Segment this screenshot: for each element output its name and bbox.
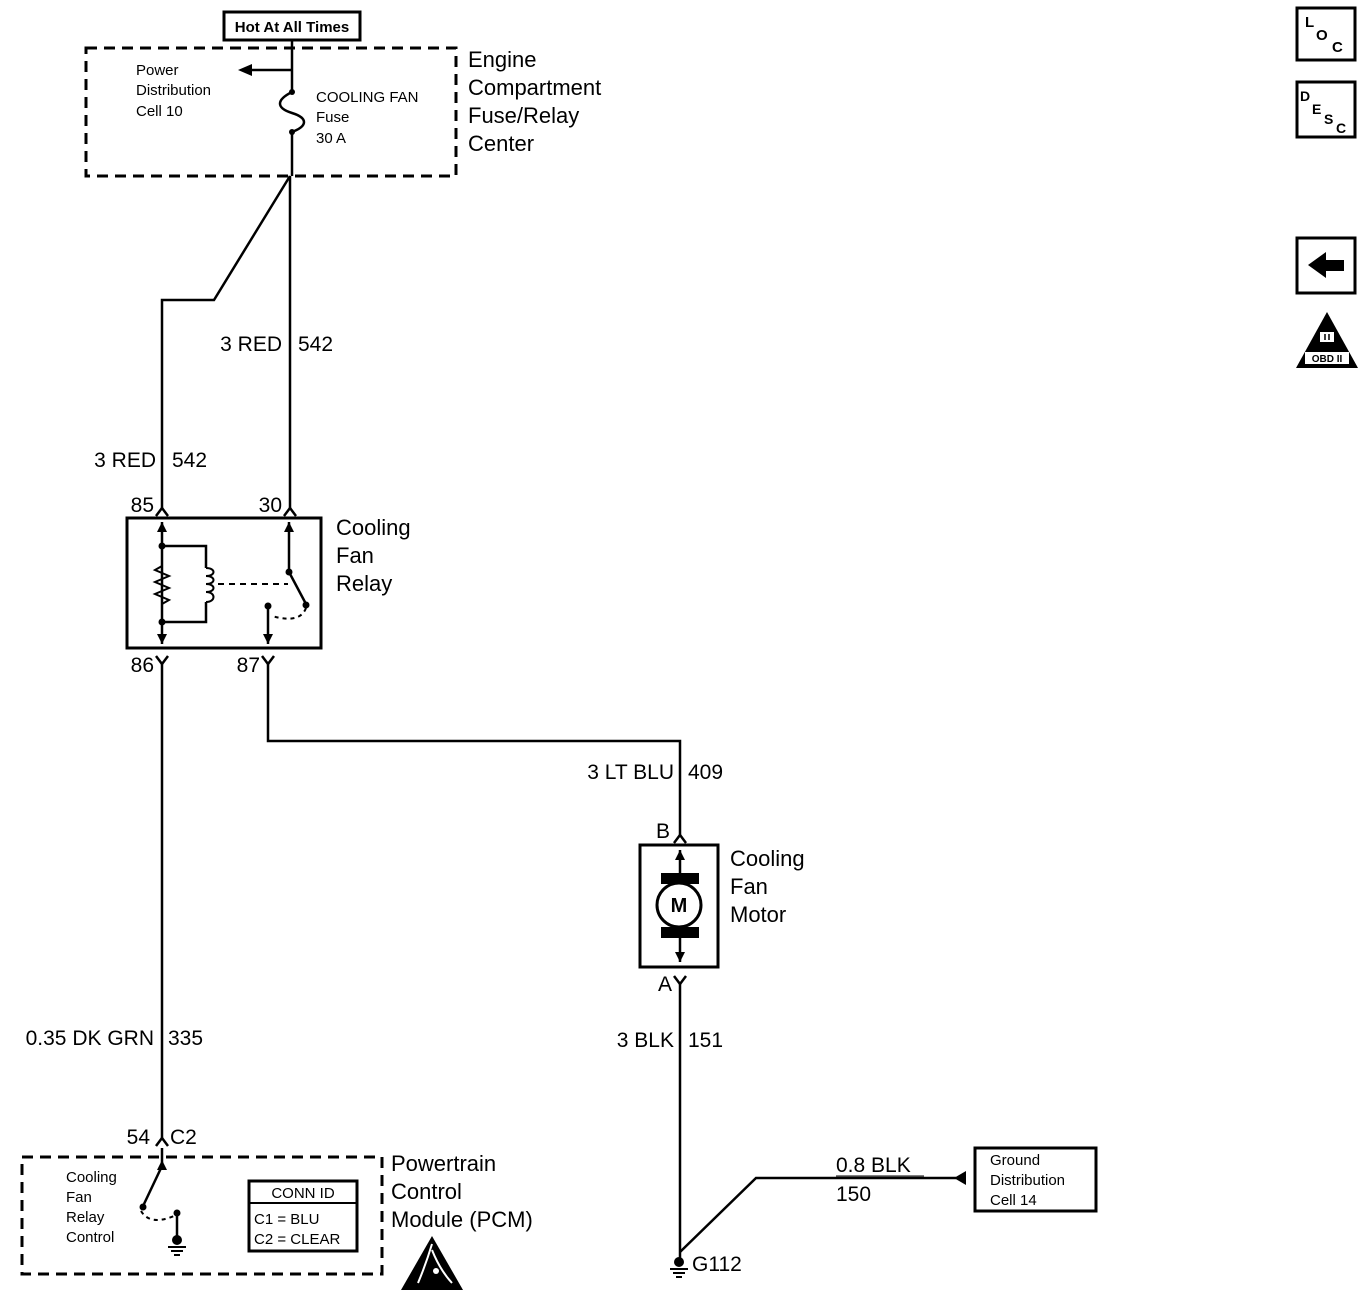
arrow-ground-ref-icon xyxy=(954,1171,966,1185)
ground-ref-line2: Distribution xyxy=(990,1172,1065,1189)
relay-pin-87: 87 xyxy=(237,654,260,677)
conn-id-title: CONN ID xyxy=(271,1185,335,1202)
conn-id-table xyxy=(247,1179,359,1253)
esd-warning-icon xyxy=(401,1236,463,1290)
fuse-center-name-line3: Fuse/Relay xyxy=(468,103,579,128)
motor-icon: M xyxy=(655,873,703,938)
fuse-label-line1: COOLING FAN xyxy=(316,89,419,106)
fuse-label-line2: Fuse xyxy=(316,109,349,126)
wire-dk-grn-color: 0.35 DK GRN xyxy=(26,1027,154,1050)
connector-54-icon xyxy=(155,1135,169,1147)
motor-name-line1: Cooling xyxy=(730,846,805,871)
fuse-center-name-line2: Compartment xyxy=(468,75,601,100)
motor-pin-a: A xyxy=(658,973,672,996)
motor-name-line3: Motor xyxy=(730,902,786,927)
svg-text:D: D xyxy=(1300,88,1310,104)
pcm-connector-pin: 54 xyxy=(127,1126,151,1149)
connector-a-icon xyxy=(673,975,687,987)
fuse-icon xyxy=(278,89,306,135)
relay-name-line3: Relay xyxy=(336,571,392,596)
svg-text:C: C xyxy=(1332,39,1343,56)
wire-lt-blu-circuit: 409 xyxy=(688,761,723,784)
svg-text:S: S xyxy=(1324,111,1333,127)
obd-ii-icon[interactable]: OBD II xyxy=(1296,312,1358,368)
wire-red-lower-color: 3 RED xyxy=(94,449,156,472)
connector-87-icon xyxy=(261,655,275,667)
wire-red-lower-circuit: 542 xyxy=(172,449,207,472)
svg-text:M: M xyxy=(671,895,688,917)
pcm-name-line2: Control xyxy=(391,1179,462,1204)
wire-red-85 xyxy=(160,175,292,508)
ground-ref-box xyxy=(973,1146,1098,1213)
fuse-center-name-line1: Engine xyxy=(468,47,537,72)
motor-pin-b: B xyxy=(656,820,670,843)
fuse-label-line3: 30 A xyxy=(316,130,346,147)
ground-icon xyxy=(670,1257,688,1278)
wire-blk-gnd-color: 0.8 BLK xyxy=(836,1154,911,1177)
svg-text:OBD II: OBD II xyxy=(1312,354,1343,365)
relay-pin-30: 30 xyxy=(259,494,282,517)
connector-b-icon xyxy=(673,832,687,844)
pcm-switch-label-line1: Cooling xyxy=(66,1169,117,1186)
power-dist-line2: Distribution xyxy=(136,82,211,99)
wire-dk-grn-circuit: 335 xyxy=(168,1027,203,1050)
wire-blk-gnd xyxy=(679,1176,956,1253)
relay-coil-icon xyxy=(205,567,215,603)
wire-lt-blu xyxy=(266,664,682,835)
relay-pin-85: 85 xyxy=(131,494,154,517)
ground-id: G112 xyxy=(692,1253,742,1276)
pcm-switch-label-line2: Fan xyxy=(66,1189,92,1206)
svg-text:O: O xyxy=(1316,27,1328,44)
wire-blk-gnd-circuit: 150 xyxy=(836,1183,871,1206)
relay-name-line1: Cooling xyxy=(336,515,411,540)
conn-id-row1: C1 = BLU xyxy=(254,1211,319,1228)
relay-name-line2: Fan xyxy=(336,543,374,568)
pcm-box xyxy=(20,1155,384,1276)
relay-pin-86: 86 xyxy=(131,654,154,677)
loc-icon[interactable]: L O C xyxy=(1295,6,1357,62)
connector-86-icon xyxy=(155,655,169,667)
fuse-relay-center-box xyxy=(84,46,458,178)
resistor-icon xyxy=(152,565,172,605)
pcm-switch-label-line3: Relay xyxy=(66,1209,105,1226)
relay-box xyxy=(125,516,323,650)
pcm-ground-icon xyxy=(168,1235,186,1256)
pcm-name-line1: Powertrain xyxy=(391,1151,496,1176)
wire-blk-color: 3 BLK xyxy=(617,1029,674,1052)
pcm-switch-label-line4: Control xyxy=(66,1229,114,1246)
connector-85-icon xyxy=(155,505,169,517)
svg-text:L: L xyxy=(1305,14,1314,31)
wire-lt-blu-color: 3 LT BLU xyxy=(587,761,674,784)
pcm-connector-id: C2 xyxy=(170,1126,197,1149)
pcm-name-line3: Module (PCM) xyxy=(391,1207,533,1232)
arrow-left-icon xyxy=(238,64,252,76)
wire-blk-circuit: 151 xyxy=(688,1029,723,1052)
power-dist-line1: Power xyxy=(136,62,179,79)
svg-text:E: E xyxy=(1312,101,1321,117)
relay-switch-icon xyxy=(287,571,308,605)
power-dist-line3: Cell 10 xyxy=(136,103,183,120)
motor-box xyxy=(638,843,720,969)
pcm-switch-icon xyxy=(142,1165,164,1205)
ground-ref-line1: Ground xyxy=(990,1152,1040,1169)
motor-name-line2: Fan xyxy=(730,874,768,899)
wire-red-upper-color: 3 RED xyxy=(220,333,282,356)
conn-id-row2: C2 = CLEAR xyxy=(254,1231,340,1248)
fuse-center-name-line4: Center xyxy=(468,131,534,156)
connector-30-icon xyxy=(283,505,297,517)
back-arrow-icon[interactable] xyxy=(1295,236,1357,295)
hot-label: Hot At All Times xyxy=(235,19,349,36)
ground-ref-line3: Cell 14 xyxy=(990,1192,1037,1209)
svg-text:C: C xyxy=(1336,120,1346,136)
desc-icon[interactable]: D E S C xyxy=(1295,80,1357,139)
wire-red-upper-circuit: 542 xyxy=(298,333,333,356)
